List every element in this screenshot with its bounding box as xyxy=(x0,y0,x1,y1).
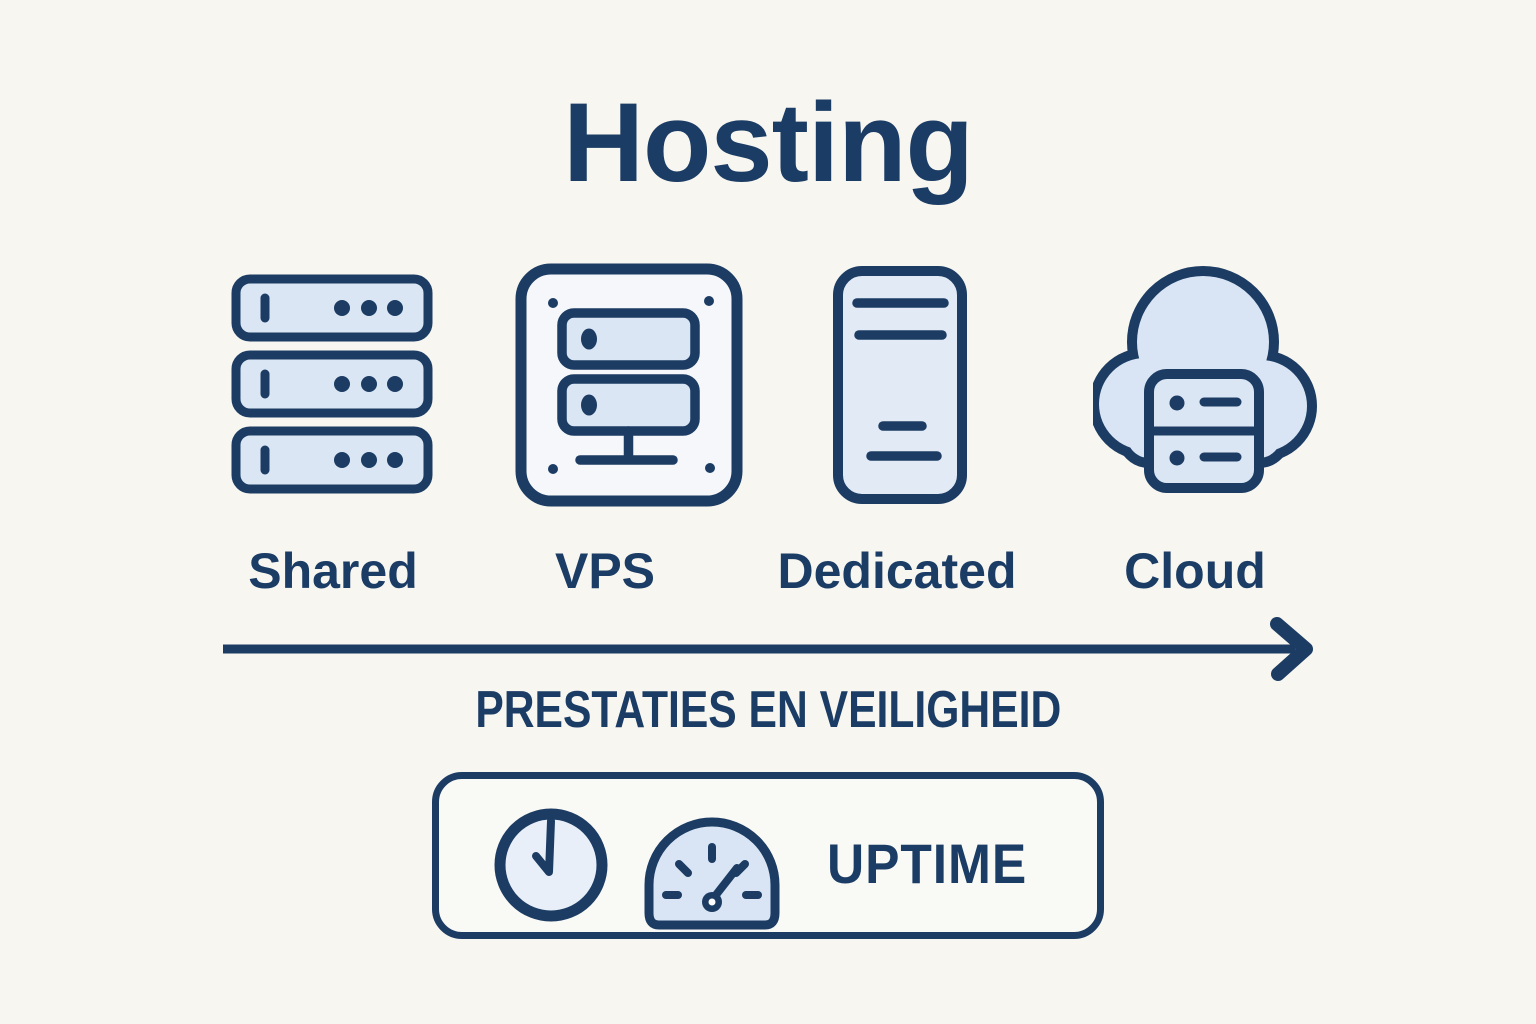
page-title: Hosting xyxy=(563,80,974,205)
uptime-label: UPTIME xyxy=(827,832,1028,895)
label-vps: VPS xyxy=(554,543,656,599)
clock-icon xyxy=(494,808,608,922)
performance-axis-arrow-icon xyxy=(223,617,1313,681)
cloud-server-icon xyxy=(1093,266,1317,493)
rack-panel-icon xyxy=(515,263,743,507)
label-cloud: Cloud xyxy=(1124,543,1266,599)
speedometer-icon xyxy=(644,817,780,930)
uptime-panel: UPTIME xyxy=(432,772,1104,939)
stacked-servers-icon xyxy=(231,274,433,494)
label-dedicated: Dedicated xyxy=(777,543,1017,599)
label-shared: Shared xyxy=(248,543,418,599)
axis-label: PRESTATIES EN VEILIGHEID xyxy=(475,681,1061,739)
tower-server-icon xyxy=(833,266,967,504)
